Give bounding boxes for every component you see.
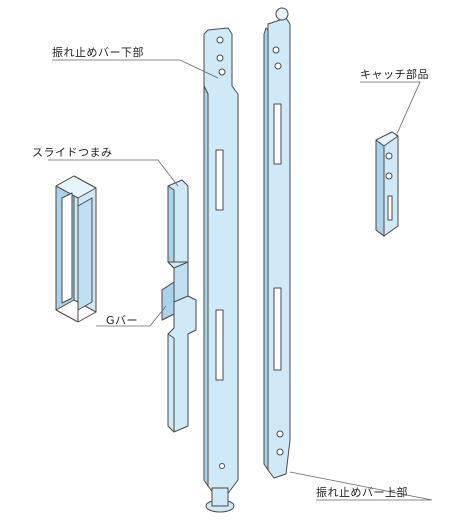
upper-stay-bar-part (263, 7, 291, 479)
label-upper-stay-bar: 振れ止めバー上部 (316, 486, 408, 499)
leader-lines (48, 59, 433, 501)
catch-part (375, 131, 399, 237)
g-bar-part (161, 179, 197, 433)
label-catch-part: キャッチ部品 (360, 68, 429, 81)
label-lower-stay-bar: 振れ止めバー下部 (52, 46, 144, 59)
label-g-bar: Gバー (106, 314, 139, 327)
label-slide-knob: スライドつまみ (32, 146, 113, 159)
lower-stay-bar-part (203, 27, 239, 513)
slide-knob-part (55, 175, 97, 323)
